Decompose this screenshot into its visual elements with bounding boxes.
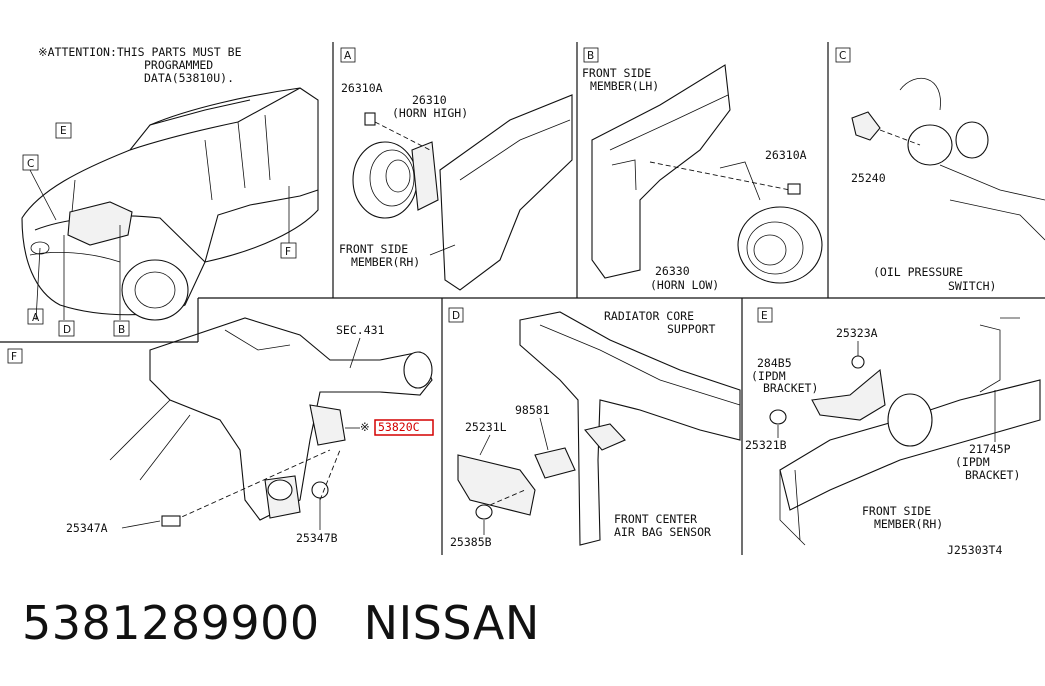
panel-b-member-line1: FRONT SIDE <box>582 66 651 80</box>
part-number: 5381289900 <box>22 596 320 650</box>
attention-note: ※ATTENTION:THIS PARTS MUST BE PROGRAMMED… <box>38 45 242 85</box>
panel-e-ipdm2-line1: (IPDM <box>955 455 990 469</box>
panel-e-bolt-left: 25321B <box>745 438 787 452</box>
panel-e-member-line2: MEMBER(RH) <box>874 517 943 531</box>
panel-e-ipdm1-line1: (IPDM <box>751 369 786 383</box>
panel-d: D RADIATOR CORE SUPPORT 98581 25231L 253… <box>448 307 741 549</box>
callout-C: C <box>27 158 34 170</box>
panel-c: C 25240 (OIL PRESSURE SWITCH) <box>835 47 1045 293</box>
panel-a-bolt-part: 26310A <box>341 81 383 95</box>
panel-a-horn-name: (HORN HIGH) <box>392 106 468 120</box>
panel-b-horn-part: 26330 <box>655 264 690 278</box>
attention-line-3: DATA(53810U). <box>144 71 234 85</box>
panel-d-bracket-part: 25231L <box>465 420 507 434</box>
panel-a-horn-part: 26310 <box>412 93 447 107</box>
panel-b-bolt-part: 26310A <box>765 148 807 162</box>
attention-line-2: PROGRAMMED <box>144 58 213 72</box>
panel-d-tag: D <box>452 310 460 322</box>
panel-f-mark: ※ <box>360 420 370 434</box>
panel-c-tag: C <box>839 50 846 62</box>
panel-a-member-line1: FRONT SIDE <box>339 242 408 256</box>
vehicle-illustration: E C F A D B <box>21 87 319 337</box>
attention-line-1: ※ATTENTION:THIS PARTS MUST BE <box>38 45 242 59</box>
panel-f: F SEC.431 ※ 53820C 25347A 25347B <box>7 317 434 545</box>
panel-b-tag: B <box>587 50 594 62</box>
panel-e-bolt-top: 25323A <box>836 326 878 340</box>
panel-d-support-line2: SUPPORT <box>667 322 716 336</box>
panel-c-name-line1: (OIL PRESSURE <box>873 265 963 279</box>
panel-e-ipdm1-part: 284B5 <box>757 356 792 370</box>
panel-d-sensor-line2: AIR BAG SENSOR <box>614 525 711 539</box>
panel-f-highlight-part: 53820C <box>378 420 420 434</box>
panel-f-nut-part: 25347B <box>296 531 338 545</box>
panel-a-tag: A <box>344 50 352 62</box>
panel-c-part: 25240 <box>851 171 886 185</box>
panel-f-bolt-part: 25347A <box>66 521 108 535</box>
panel-a: A 26310A 26310 (HORN HIGH) FRONT SIDE ME… <box>339 47 573 291</box>
panel-d-sensor-line1: FRONT CENTER <box>614 512 697 526</box>
panel-d-bolt-part: 25385B <box>450 535 492 549</box>
panel-a-member-line2: MEMBER(RH) <box>351 255 420 269</box>
panel-d-support-line1: RADIATOR CORE <box>604 309 694 323</box>
panel-e-ipdm2-part: 21745P <box>969 442 1011 456</box>
panel-f-tag: F <box>11 351 17 363</box>
panel-e-tag: E <box>761 310 768 322</box>
callout-D: D <box>63 324 71 336</box>
panel-e-member-line1: FRONT SIDE <box>862 504 931 518</box>
panel-b: B FRONT SIDE MEMBER(LH) 26310A 26330 (HO… <box>582 47 823 292</box>
part-footer: 5381289900 NISSAN <box>22 596 540 650</box>
brand-name: NISSAN <box>363 596 540 650</box>
panel-d-connector-part: 98581 <box>515 403 550 417</box>
callout-F: F <box>285 246 291 258</box>
panel-e-ipdm2-line2: BRACKET) <box>965 468 1020 482</box>
panel-c-name-line2: SWITCH) <box>948 279 996 293</box>
panel-frames <box>0 42 1045 555</box>
panel-f-sec: SEC.431 <box>336 323 385 337</box>
callout-E: E <box>60 125 67 137</box>
panel-b-horn-name: (HORN LOW) <box>650 278 719 292</box>
drawing-code: J25303T4 <box>947 543 1002 557</box>
panel-e: E 25323A 284B5 (IPDM BRACKET) 25321B 217… <box>745 307 1041 557</box>
highlight-box <box>374 419 434 436</box>
callout-A: A <box>32 312 40 324</box>
panel-e-ipdm1-line2: BRACKET) <box>763 381 818 395</box>
callout-B: B <box>118 324 125 336</box>
panel-b-member-line2: MEMBER(LH) <box>590 79 659 93</box>
